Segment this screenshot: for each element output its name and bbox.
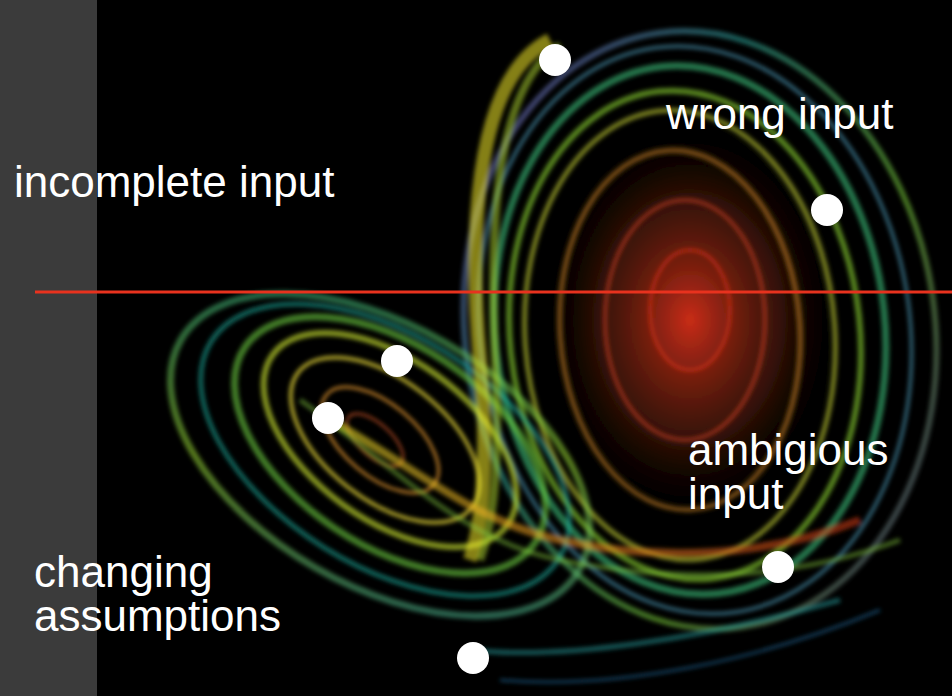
annotation-label: changing assumptions (34, 550, 304, 638)
marker-dot (457, 642, 489, 674)
annotation-label: wrong input (666, 92, 893, 136)
marker-dot (811, 194, 843, 226)
attractor-swirl (116, 0, 952, 682)
marker-dot (539, 44, 571, 76)
marker-dot (312, 402, 344, 434)
marker-dot (381, 345, 413, 377)
annotation-label: incomplete input (14, 160, 334, 204)
marker-dots (312, 44, 843, 674)
marker-dot (762, 551, 794, 583)
red-divider (35, 291, 952, 294)
annotation-label: ambigious input (688, 428, 918, 516)
